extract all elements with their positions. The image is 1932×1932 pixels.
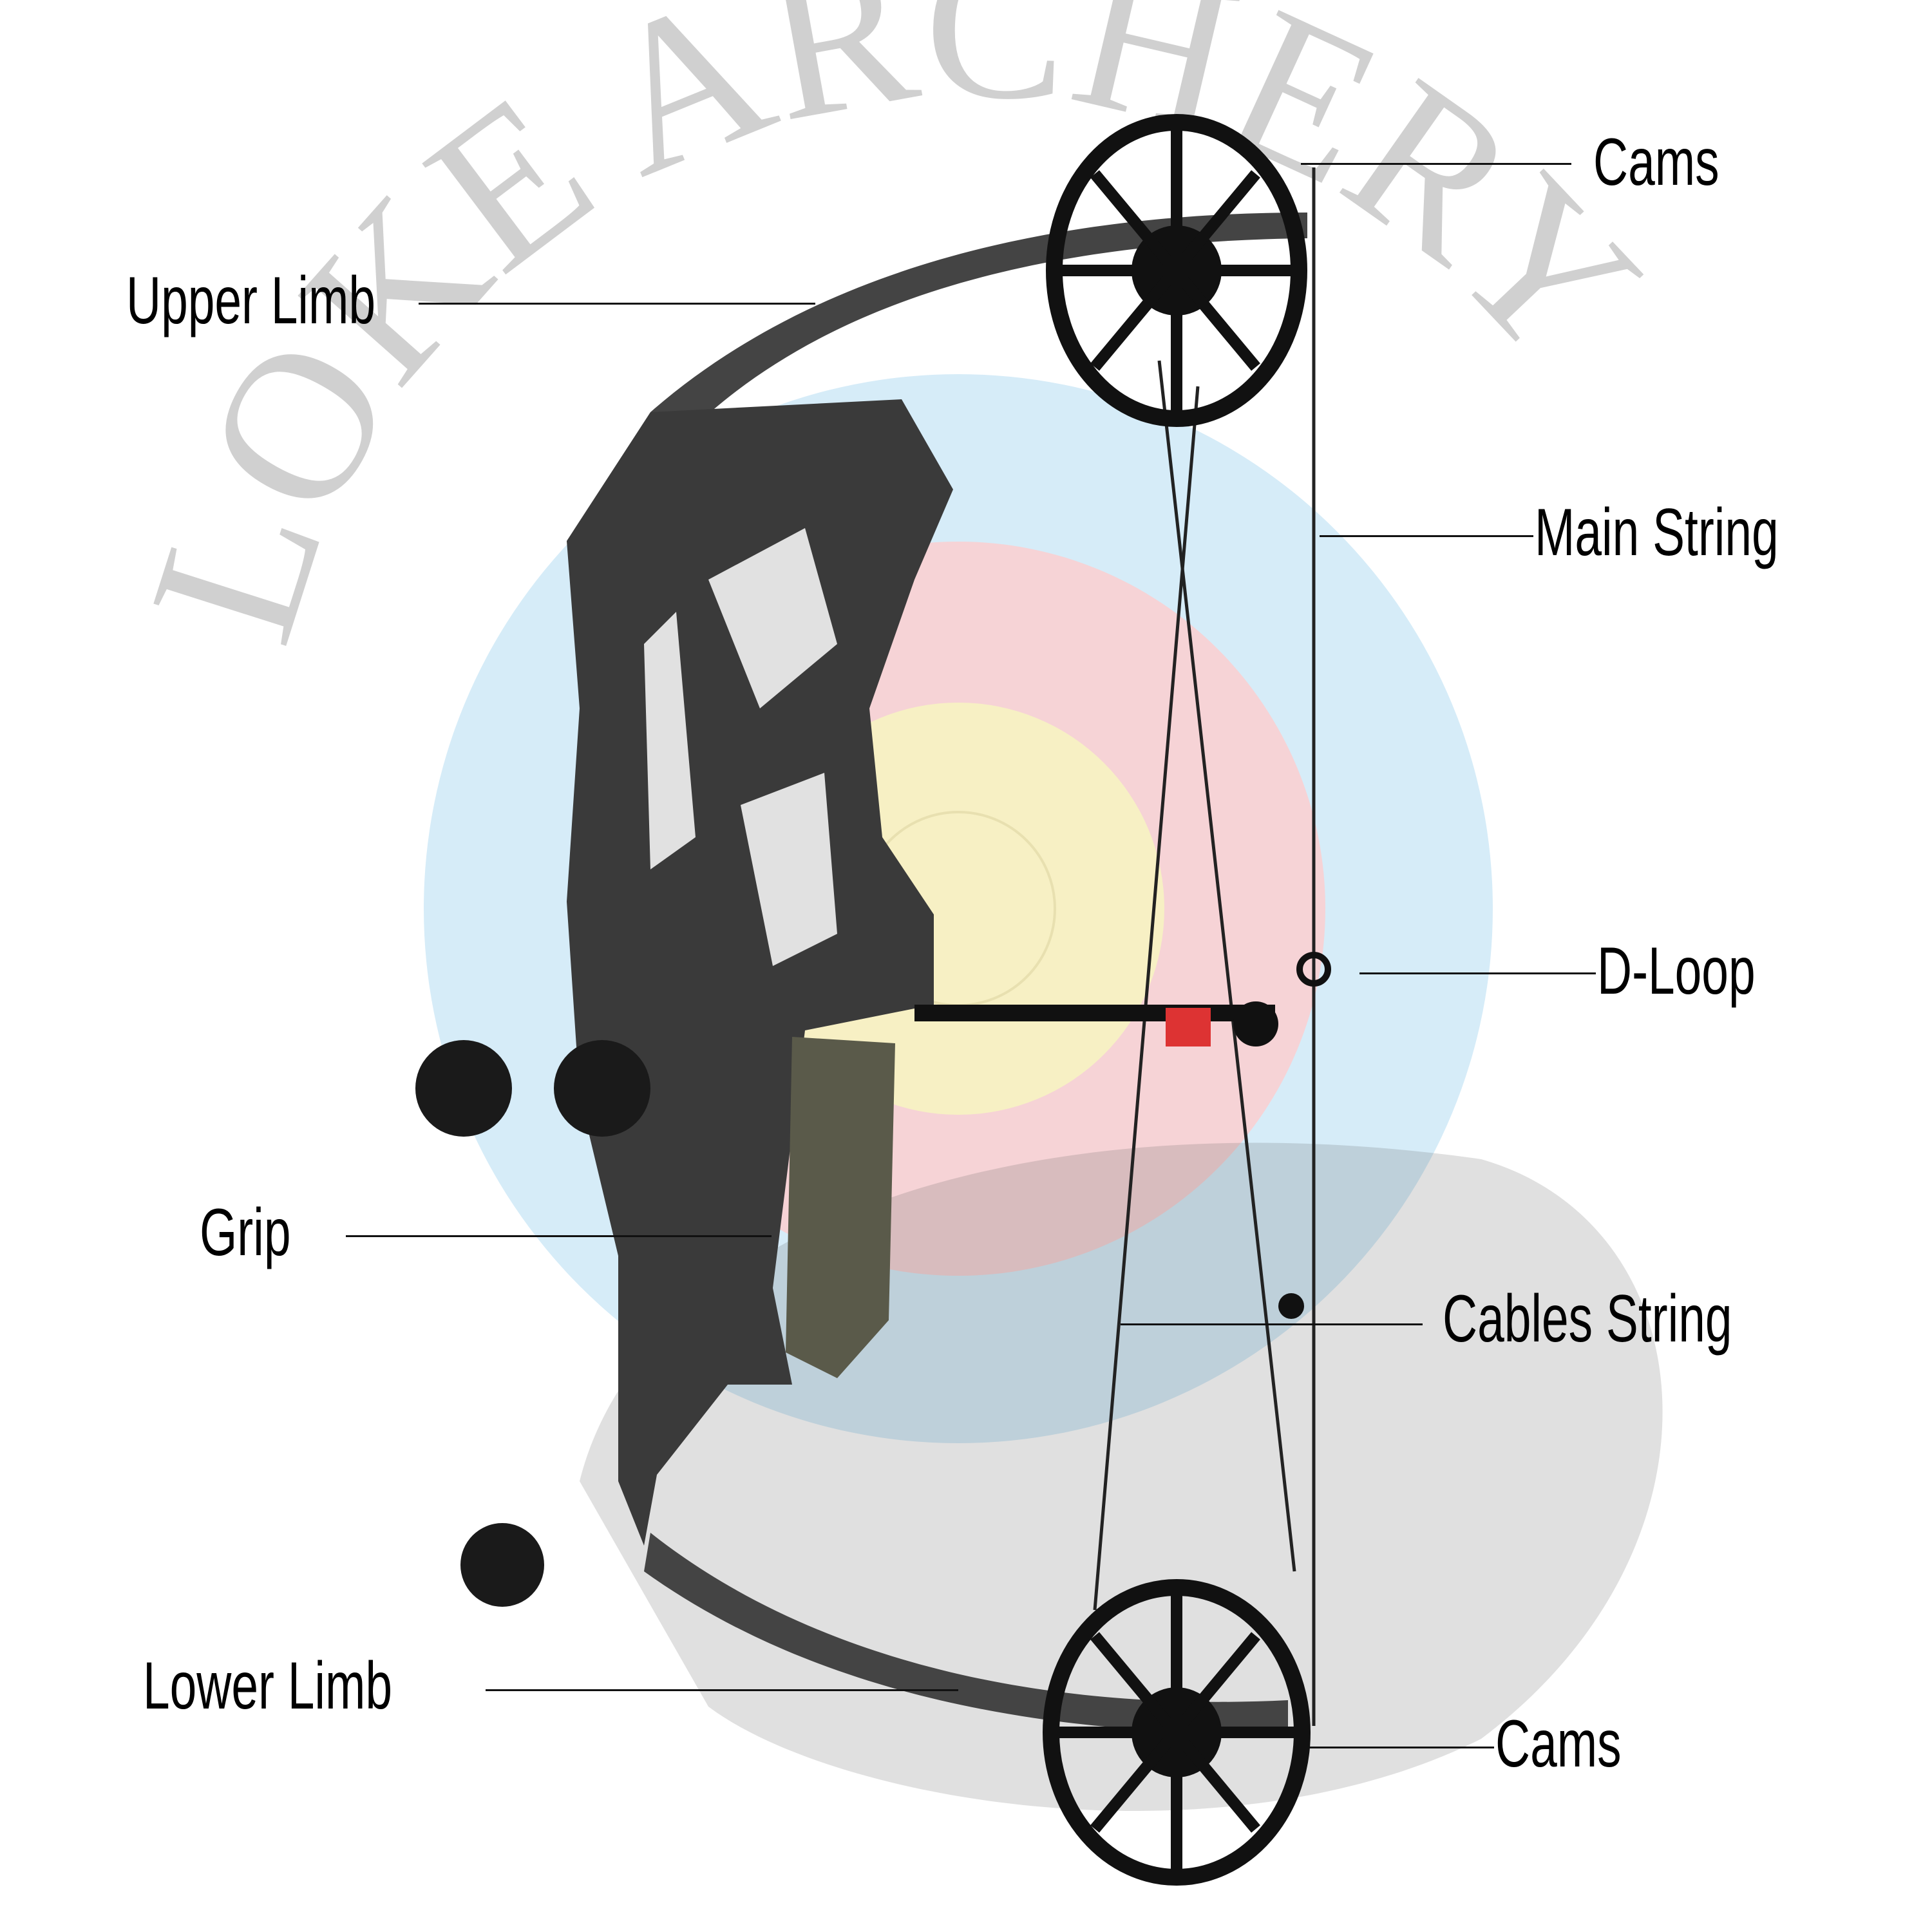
upper-limb-leader-line [419, 303, 815, 305]
arrow-rest [914, 1001, 1278, 1046]
grip-leader-line [346, 1235, 772, 1237]
cables-string-leader-line [1121, 1323, 1423, 1325]
lower-limb [644, 1533, 1288, 1733]
lower-limb-label: Lower Limb [143, 1649, 393, 1723]
cables-string-label: Cables String [1443, 1282, 1732, 1356]
riser [567, 399, 953, 1546]
cams-top-leader-line [1301, 163, 1571, 165]
cam-top [1046, 114, 1307, 427]
cams-bottom-label: Cams [1495, 1707, 1622, 1781]
d-loop-marker [1278, 952, 1331, 1319]
cams-top-label: Cams [1593, 125, 1719, 200]
strings [1093, 167, 1316, 1726]
stabilizer-weights [415, 1040, 650, 1607]
d-loop-leader-line [1359, 972, 1596, 974]
grip-label: Grip [200, 1195, 291, 1270]
cams-bottom-leader-line [1307, 1747, 1494, 1748]
lower-limb-leader-line [486, 1689, 958, 1691]
cam-bottom [1043, 1579, 1311, 1886]
main-string-label: Main String [1535, 495, 1779, 570]
grip-handle [786, 1037, 895, 1378]
upper-limb [650, 213, 1307, 438]
upper-limb-label: Upper Limb [126, 263, 376, 338]
main-string-leader-line [1320, 535, 1533, 537]
d-loop-label: D-Loop [1597, 934, 1756, 1009]
